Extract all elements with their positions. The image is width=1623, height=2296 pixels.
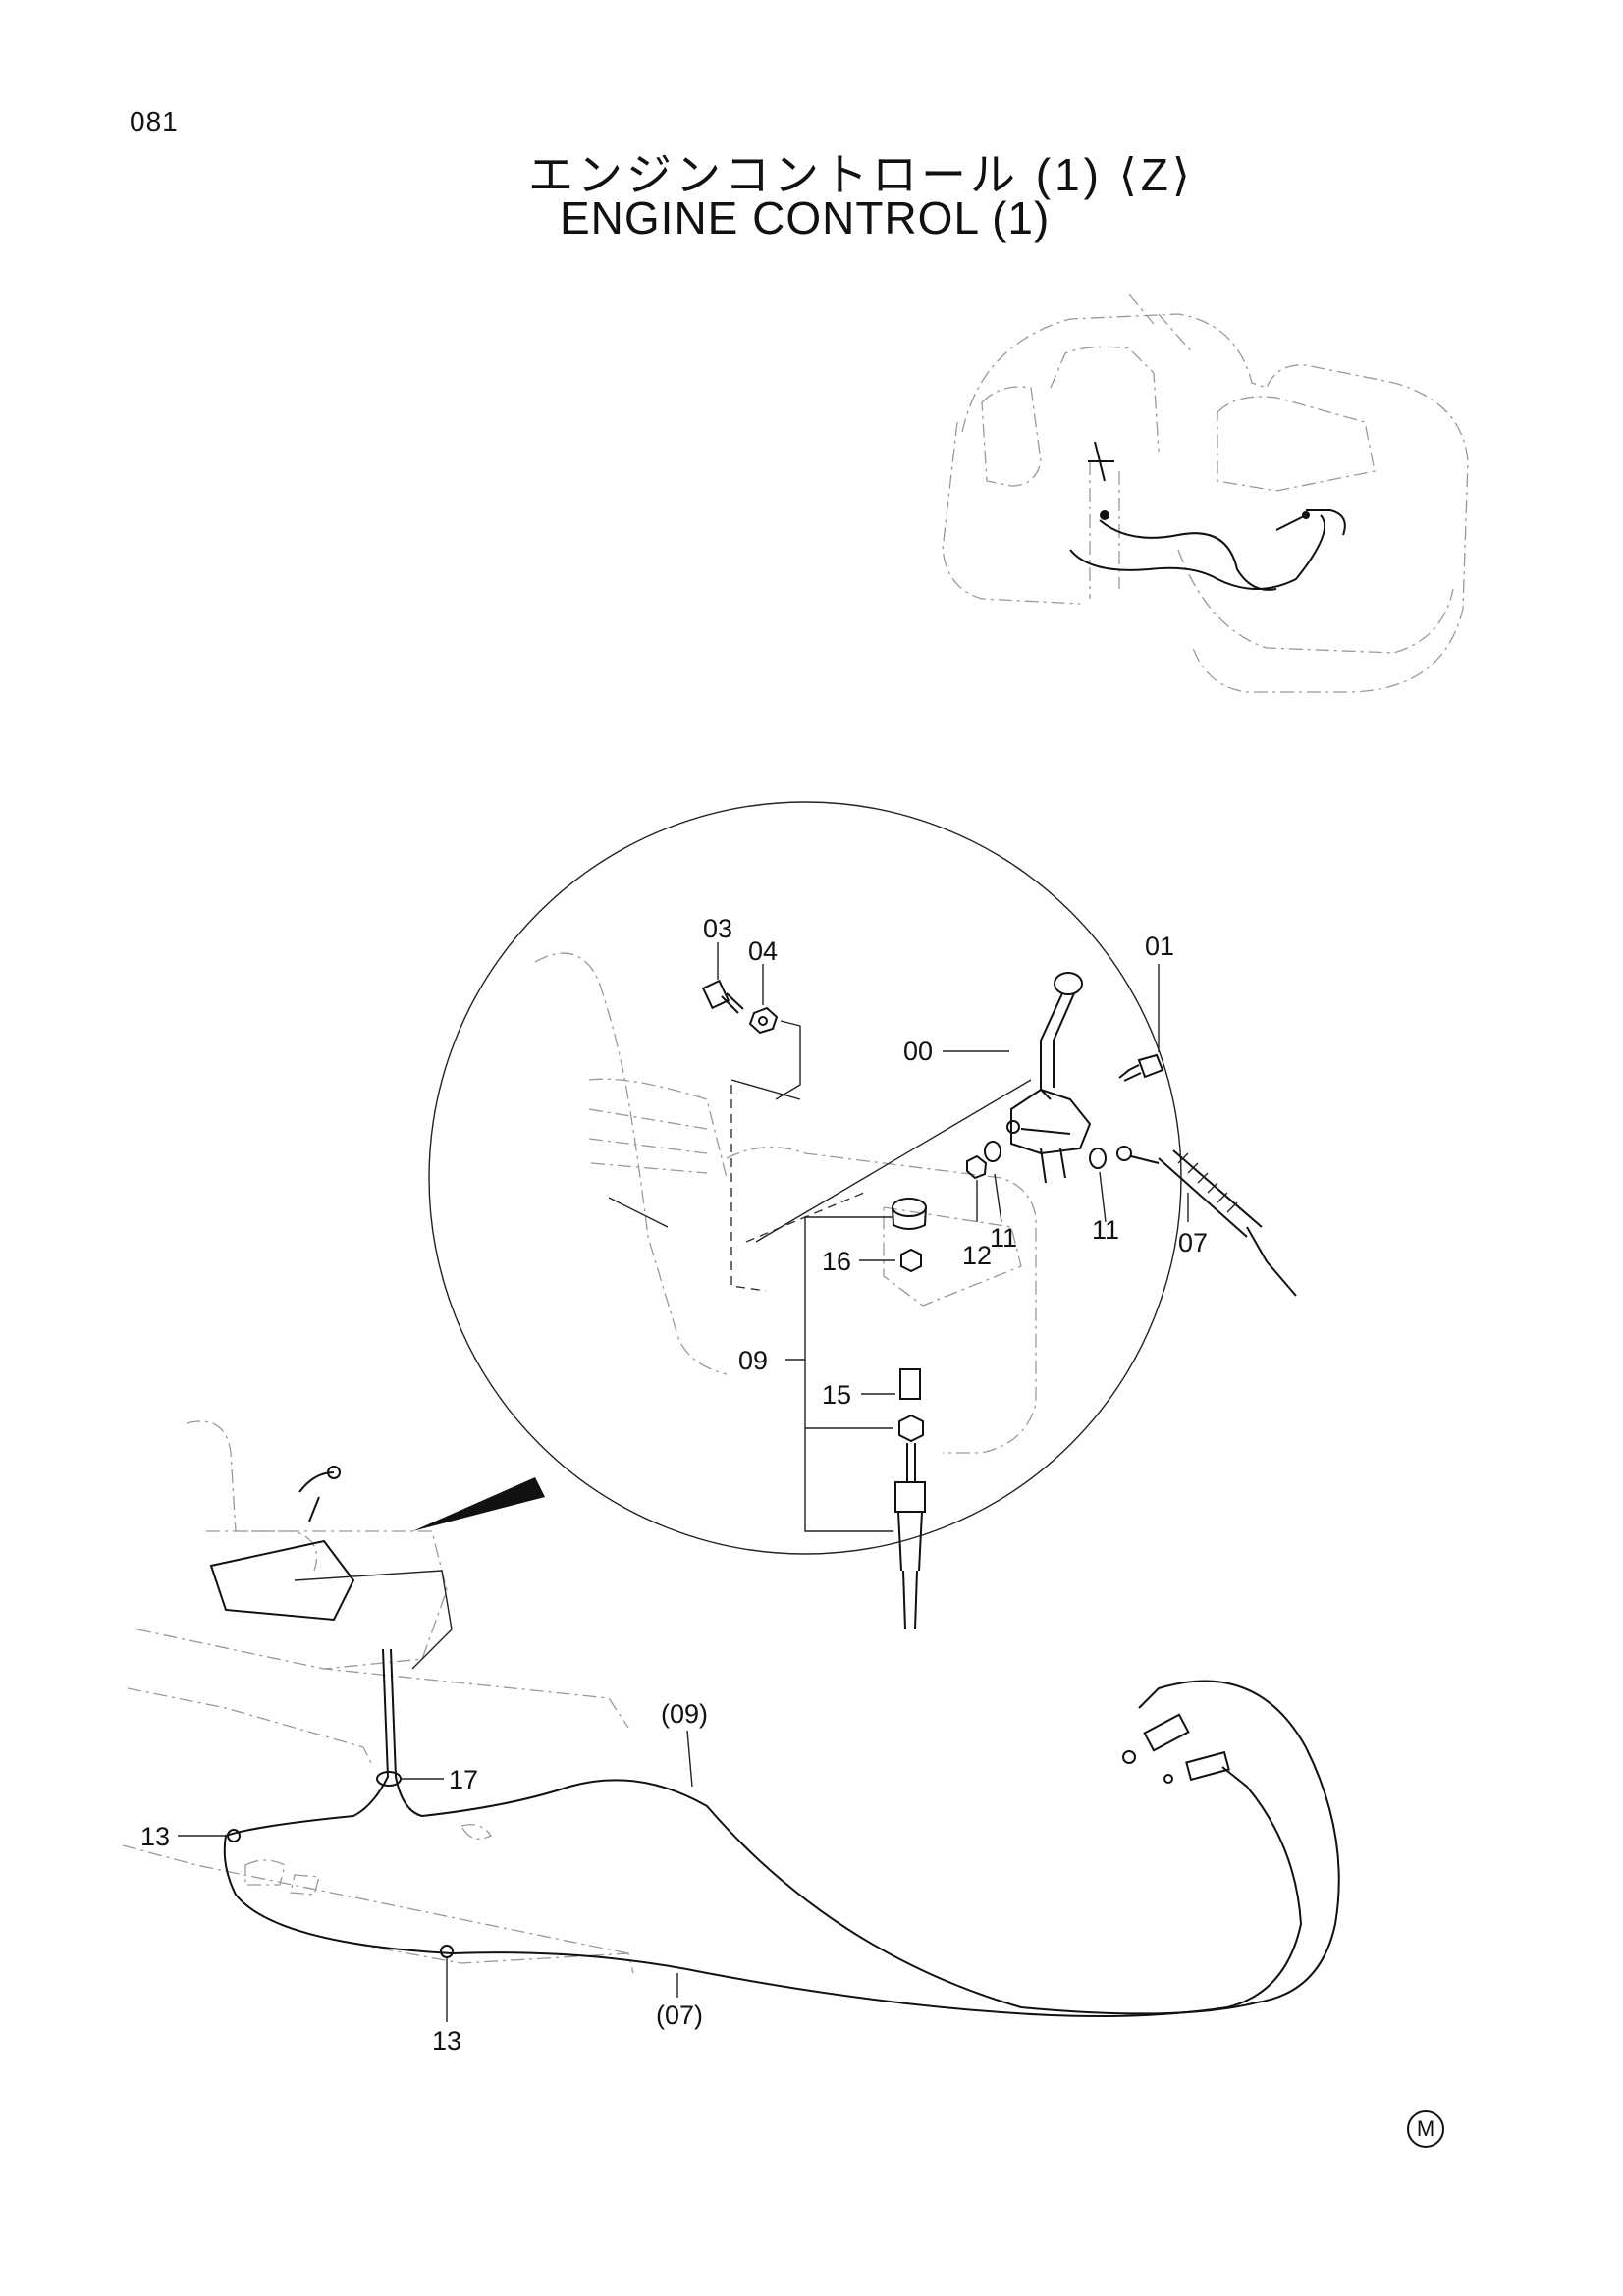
callout-01: 01 xyxy=(1145,932,1174,961)
lower-assembly xyxy=(122,1420,1340,2017)
callout-00: 00 xyxy=(903,1037,933,1066)
m-mark-icon: M xyxy=(1407,2110,1444,2148)
zoom-pointer xyxy=(412,1477,545,1531)
callout-11-left: 11 xyxy=(990,1223,1017,1253)
callout-15: 15 xyxy=(822,1380,851,1410)
callout-03: 03 xyxy=(703,914,732,943)
bolt-icon xyxy=(1118,1053,1164,1082)
detail-circle xyxy=(428,801,1297,1630)
title-japanese: エンジンコントロール (1) ⟨Z⟩ xyxy=(528,149,1194,200)
callout-13-bottom: 13 xyxy=(432,2026,461,2056)
callout-labels: 03 04 01 00 11 11 12 07 16 09 15 17 13 1… xyxy=(140,914,1208,2056)
page-number: 081 xyxy=(130,106,179,136)
callout-13-left: 13 xyxy=(140,1822,170,1851)
callout-12: 12 xyxy=(962,1241,992,1270)
callout-17: 17 xyxy=(449,1765,478,1794)
knob-rod-icon xyxy=(892,1198,927,1630)
callout-09: 09 xyxy=(738,1346,768,1375)
callout-16: 16 xyxy=(822,1247,851,1276)
washer-icon xyxy=(984,1141,1001,1162)
machine-overview xyxy=(942,294,1469,693)
callout-07-ref: (07) xyxy=(656,2001,703,2030)
washer-icon xyxy=(1089,1148,1107,1169)
lever-assembly xyxy=(1006,972,1092,1184)
cable-end-icon xyxy=(1116,1146,1297,1297)
leader-lines xyxy=(178,942,1189,2022)
callout-09-ref: (09) xyxy=(661,1699,708,1729)
callout-11-right: 11 xyxy=(1092,1215,1119,1245)
bolt-icon xyxy=(701,979,744,1014)
callout-07: 07 xyxy=(1178,1228,1208,1257)
callout-04: 04 xyxy=(748,936,778,966)
nut-icon xyxy=(966,1154,988,1180)
nut-icon xyxy=(748,1006,779,1035)
title-english: ENGINE CONTROL (1) xyxy=(560,192,1051,243)
